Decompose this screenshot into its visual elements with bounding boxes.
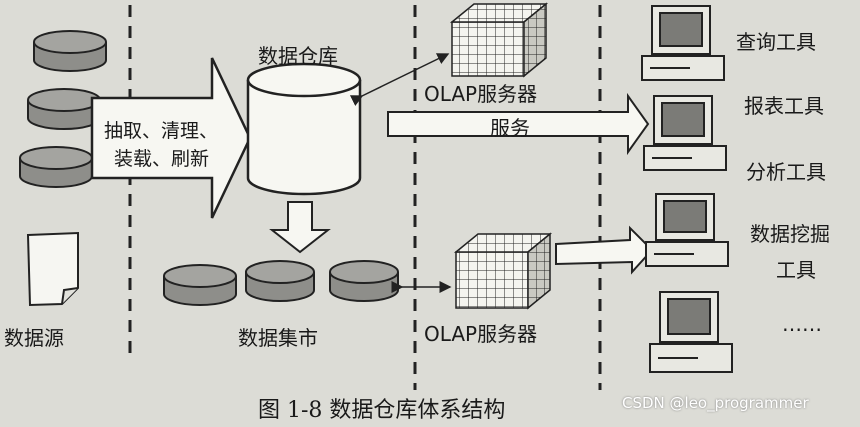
olap-cube-top bbox=[449, 2, 549, 78]
data-source-label: 数据源 bbox=[4, 326, 64, 350]
tool-report-label: 报表工具 bbox=[744, 94, 824, 118]
datamart-disc-1 bbox=[163, 264, 237, 306]
datamart-disc-3 bbox=[329, 260, 399, 302]
service-label: 服务 bbox=[490, 116, 530, 140]
source-disc-1 bbox=[33, 30, 107, 72]
watermark: CSDN @leo_programmer bbox=[622, 394, 809, 412]
data-source-discs bbox=[19, 30, 107, 188]
down-arrow bbox=[269, 201, 331, 254]
olap-top-label: OLAP服务器 bbox=[424, 82, 538, 106]
etl-label-line2: 装载、刷新 bbox=[114, 148, 210, 170]
tool-mining-label-2: 工具 bbox=[776, 258, 816, 282]
computer-icons bbox=[641, 5, 733, 373]
service-arrow bbox=[387, 92, 650, 156]
tool-query-label: 查询工具 bbox=[736, 30, 816, 54]
datamart-disc-2 bbox=[245, 260, 315, 302]
etl-arrow bbox=[90, 57, 252, 219]
computer-icon bbox=[643, 95, 727, 171]
computer-icon bbox=[641, 5, 725, 81]
source-disc-3 bbox=[19, 146, 93, 188]
tool-arrow bbox=[555, 225, 654, 275]
etl-label-line1: 抽取、清理、 bbox=[104, 120, 219, 142]
source-disc-2 bbox=[27, 88, 101, 130]
tool-more-label: …… bbox=[782, 312, 822, 336]
datamart-discs bbox=[163, 260, 399, 306]
computer-icon bbox=[645, 193, 729, 267]
datamart-label: 数据集市 bbox=[238, 326, 318, 350]
warehouse-cylinder bbox=[246, 62, 362, 196]
warehouse-label: 数据仓库 bbox=[258, 44, 338, 68]
olap-cube-bottom bbox=[453, 232, 553, 310]
olap-bottom-label: OLAP服务器 bbox=[424, 322, 538, 346]
tool-analysis-label: 分析工具 bbox=[746, 160, 826, 184]
warehouse-olap-link bbox=[349, 53, 450, 106]
figure-caption: 图 1-8 数据仓库体系结构 bbox=[258, 398, 506, 423]
tool-mining-label: 数据挖掘 bbox=[750, 222, 830, 246]
computer-icon bbox=[649, 291, 733, 373]
document-icon bbox=[26, 231, 79, 307]
